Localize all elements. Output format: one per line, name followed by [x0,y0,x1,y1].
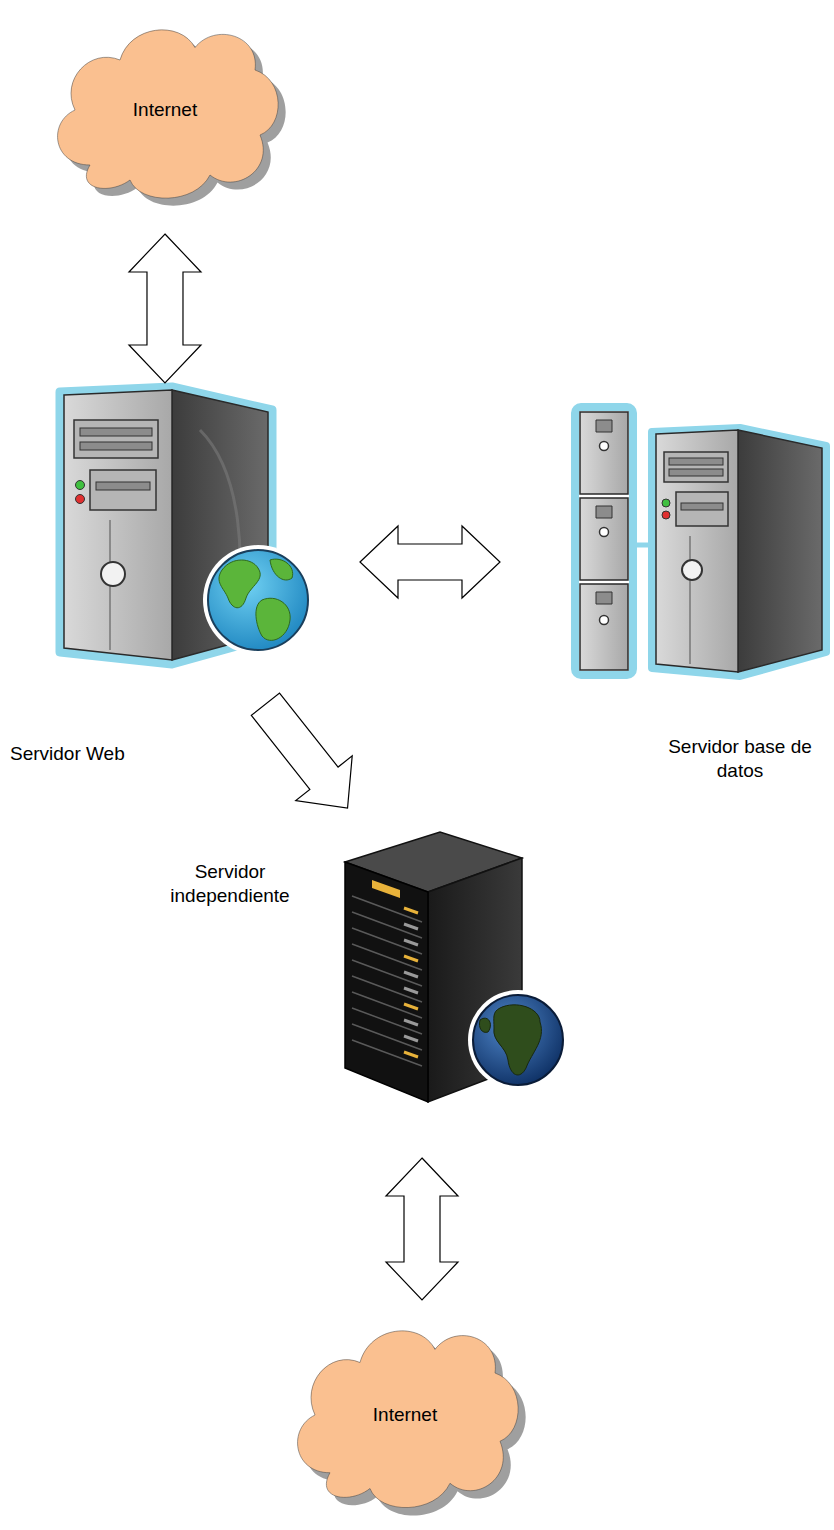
rack-server-icon-part [352,976,422,1002]
web-server-icon-part [90,470,156,510]
database-server-icon-part [596,420,612,604]
server-label: Servidor Web [10,742,230,766]
database-server-icon-part [662,499,670,507]
database-server-icon-part [662,511,670,519]
rack-server-icon-part [352,1008,422,1034]
server-label: Servidor independiente [150,860,310,908]
database-server-icon-part [600,528,609,537]
rack-server-icon-part [404,908,418,913]
block-arrow [386,1158,458,1300]
database-server-icon-part [600,442,609,451]
web-server-icon [60,387,313,664]
web-server-icon-part [203,545,313,655]
block-arrow [360,526,500,598]
database-server-icon-part [676,492,728,526]
block-arrow [251,693,352,808]
cloud-label: Internet [133,98,197,122]
rack-server-icon-part [404,1052,418,1057]
rack-server-icon-part [352,1040,422,1066]
database-server-icon-part [656,430,738,672]
rack-server-icon-part [404,940,418,945]
rack-server-icon-part [404,956,418,961]
database-server-icon-part [664,452,728,482]
web-server-icon-part [80,428,152,436]
web-server-icon-part [270,559,293,580]
rack-server-icon-part [372,880,400,898]
database-server-icon [575,407,826,676]
database-server-icon-part [669,469,723,476]
database-server-icon-part [669,458,723,465]
rack-server-icon-part [352,1024,422,1050]
internet-cloud: Internet [280,1310,530,1520]
database-server-icon-part [681,503,723,510]
web-server-icon-part [76,481,85,490]
rack-globe-part [468,990,568,1090]
rack-globe-part [494,1005,542,1075]
rack-server-icon-part [404,1004,418,1009]
cloud-outline [58,30,279,198]
database-server-icon-part [575,407,633,675]
rack-server-icon-part [404,1036,418,1041]
web-server-icon-part [219,560,260,608]
database-server-icon-part [600,616,609,625]
rack-server-icon-part [404,924,418,929]
rack-server-icon-part [404,972,418,977]
rack-server-icon-part [352,912,422,938]
rack-server-icon-part [404,988,418,993]
rack-globe-part [479,1018,490,1032]
block-arrow [129,234,201,383]
rack-server-icon-part [352,928,422,954]
rack-server-icon-part [352,944,422,970]
web-server-icon-part [96,482,150,490]
web-server-icon-part [74,420,158,458]
database-server-icon-part [689,536,691,664]
rack-server-icon-part [404,1020,418,1025]
database-server-icon-part [652,428,826,676]
cloud-outline [298,1331,519,1508]
cloud-text-holder: Internet [280,1310,530,1520]
independent-server: Servidor independiente [340,830,575,1100]
database-server: Servidor base de datos [570,405,828,680]
rack-server-icon-part [352,896,422,922]
internet-cloud: Internet [40,10,290,210]
server-label: Servidor base de datos [660,735,820,783]
database-server-icon-part [738,430,822,672]
rack-server-icon-part [345,862,428,1102]
web-server: Servidor Web [55,385,315,665]
cloud-text-holder: Internet [40,10,290,210]
rack-server-icon-part [352,960,422,986]
rack-globe [468,990,568,1090]
web-server-icon-part [256,598,290,640]
cloud-label: Internet [373,1403,437,1427]
web-server-icon-part [76,495,85,504]
web-server-icon-part [64,390,172,660]
web-server-icon-part [80,442,152,450]
rack-globe-part [473,995,563,1085]
web-server-icon-part [101,562,125,586]
database-server-icon-part [682,560,702,580]
rack-server-icon-part [352,992,422,1018]
web-server-icon-part [208,550,308,650]
